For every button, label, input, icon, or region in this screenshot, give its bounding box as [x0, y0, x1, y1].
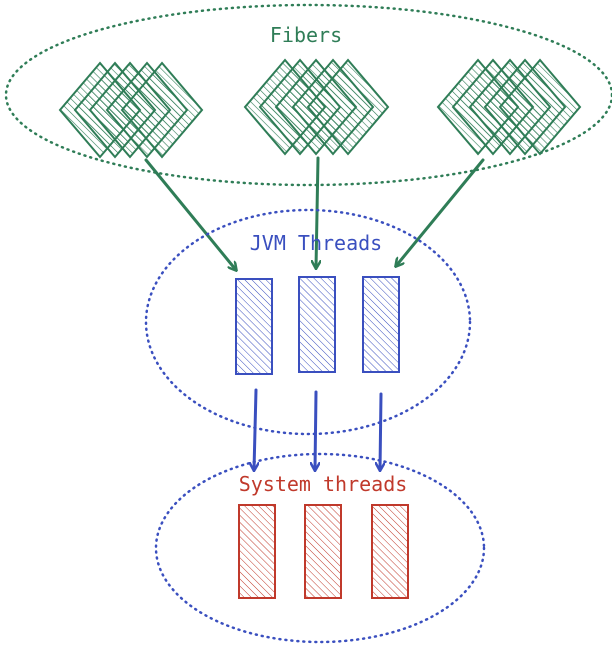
jvm-threads-label: JVM Threads	[250, 231, 382, 255]
fiber-to-jvm-arrow-3	[396, 158, 485, 266]
jvm-to-system-arrow-1	[254, 388, 256, 470]
fiber-to-jvm-arrow-2	[316, 156, 318, 268]
jvm-thread-2	[298, 276, 336, 373]
system-thread-3	[371, 504, 409, 599]
system-threads-label: System threads	[239, 472, 408, 496]
fibers-label: Fibers	[270, 23, 342, 47]
system-threads-ellipse	[154, 452, 486, 644]
fiber-diamond	[120, 61, 204, 159]
fiber-cluster-2	[243, 58, 390, 156]
fiber-diamond	[306, 58, 390, 156]
system-thread-1	[238, 504, 276, 599]
fiber-cluster-3	[436, 58, 582, 156]
jvm-thread-1	[235, 278, 273, 375]
jvm-thread-3	[362, 276, 400, 373]
system-thread-2	[304, 504, 342, 599]
jvm-to-system-arrow-3	[380, 392, 381, 470]
fiber-cluster-1	[58, 61, 204, 159]
jvm-to-system-arrow-2	[315, 390, 316, 470]
jvm-threads-ellipse	[144, 208, 472, 436]
fiber-to-jvm-arrow-1	[144, 158, 236, 270]
fibers-ellipse	[4, 3, 612, 187]
fiber-diamond	[498, 58, 582, 156]
